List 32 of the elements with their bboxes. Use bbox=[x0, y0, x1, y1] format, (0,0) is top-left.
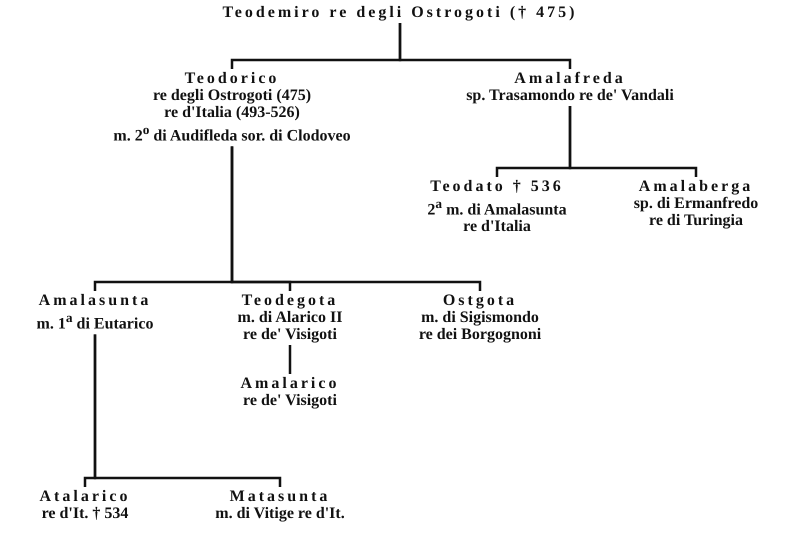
person-description: m. 2$^{o}$ di Audifleda sor. di Clodoveo bbox=[113, 121, 351, 144]
person-description: m. di Sigismondo bbox=[421, 309, 539, 326]
person-description: re d'It. † 534 bbox=[42, 505, 128, 522]
person-description: sp. Trasamondo re de' Vandali bbox=[466, 87, 674, 104]
person-name: Atalarico bbox=[40, 488, 130, 505]
person-name: Matasunta bbox=[230, 488, 330, 505]
person-description: re d'Italia (493-526) bbox=[164, 104, 300, 121]
person-description: 2$^{a}$ m. di Amalasunta bbox=[427, 195, 567, 218]
lineage-connector bbox=[568, 106, 698, 177]
person-description: re de' Visigoti bbox=[243, 392, 337, 409]
person-description: re di Turingia bbox=[649, 212, 743, 229]
lineage-connector bbox=[288, 345, 292, 374]
person-name: Amalaberga bbox=[638, 178, 754, 195]
person-name: Teodato † 536 bbox=[430, 178, 564, 195]
person-description: re degli Ostrogoti (475) bbox=[152, 87, 312, 104]
person-description: m. 1$^{a}$ di Eutarico bbox=[36, 309, 154, 332]
person-name: Teodemiro re degli Ostrogoti († 475) bbox=[222, 4, 578, 21]
lineage-connector bbox=[230, 146, 482, 291]
person-description: m. di Alarico II bbox=[238, 309, 342, 326]
person-description: re de' Visigoti bbox=[243, 326, 337, 343]
person-description: re d'Italia bbox=[463, 218, 531, 236]
person-name: Teodegota bbox=[242, 292, 338, 309]
person-description: re dei Borgognoni bbox=[418, 326, 542, 343]
person-name: Teodorico bbox=[184, 70, 280, 87]
person-name: Ostgota bbox=[442, 292, 518, 309]
person-name: Amalasunta bbox=[38, 292, 152, 309]
lineage-connector bbox=[94, 334, 282, 487]
lineage-connector bbox=[398, 23, 572, 69]
person-description: sp. di Ermanfredo bbox=[634, 195, 758, 212]
person-name: Amalafreda bbox=[514, 70, 626, 87]
person-description: m. di Vitige re d'It. bbox=[215, 505, 345, 522]
person-name: Amalarico bbox=[240, 375, 340, 392]
